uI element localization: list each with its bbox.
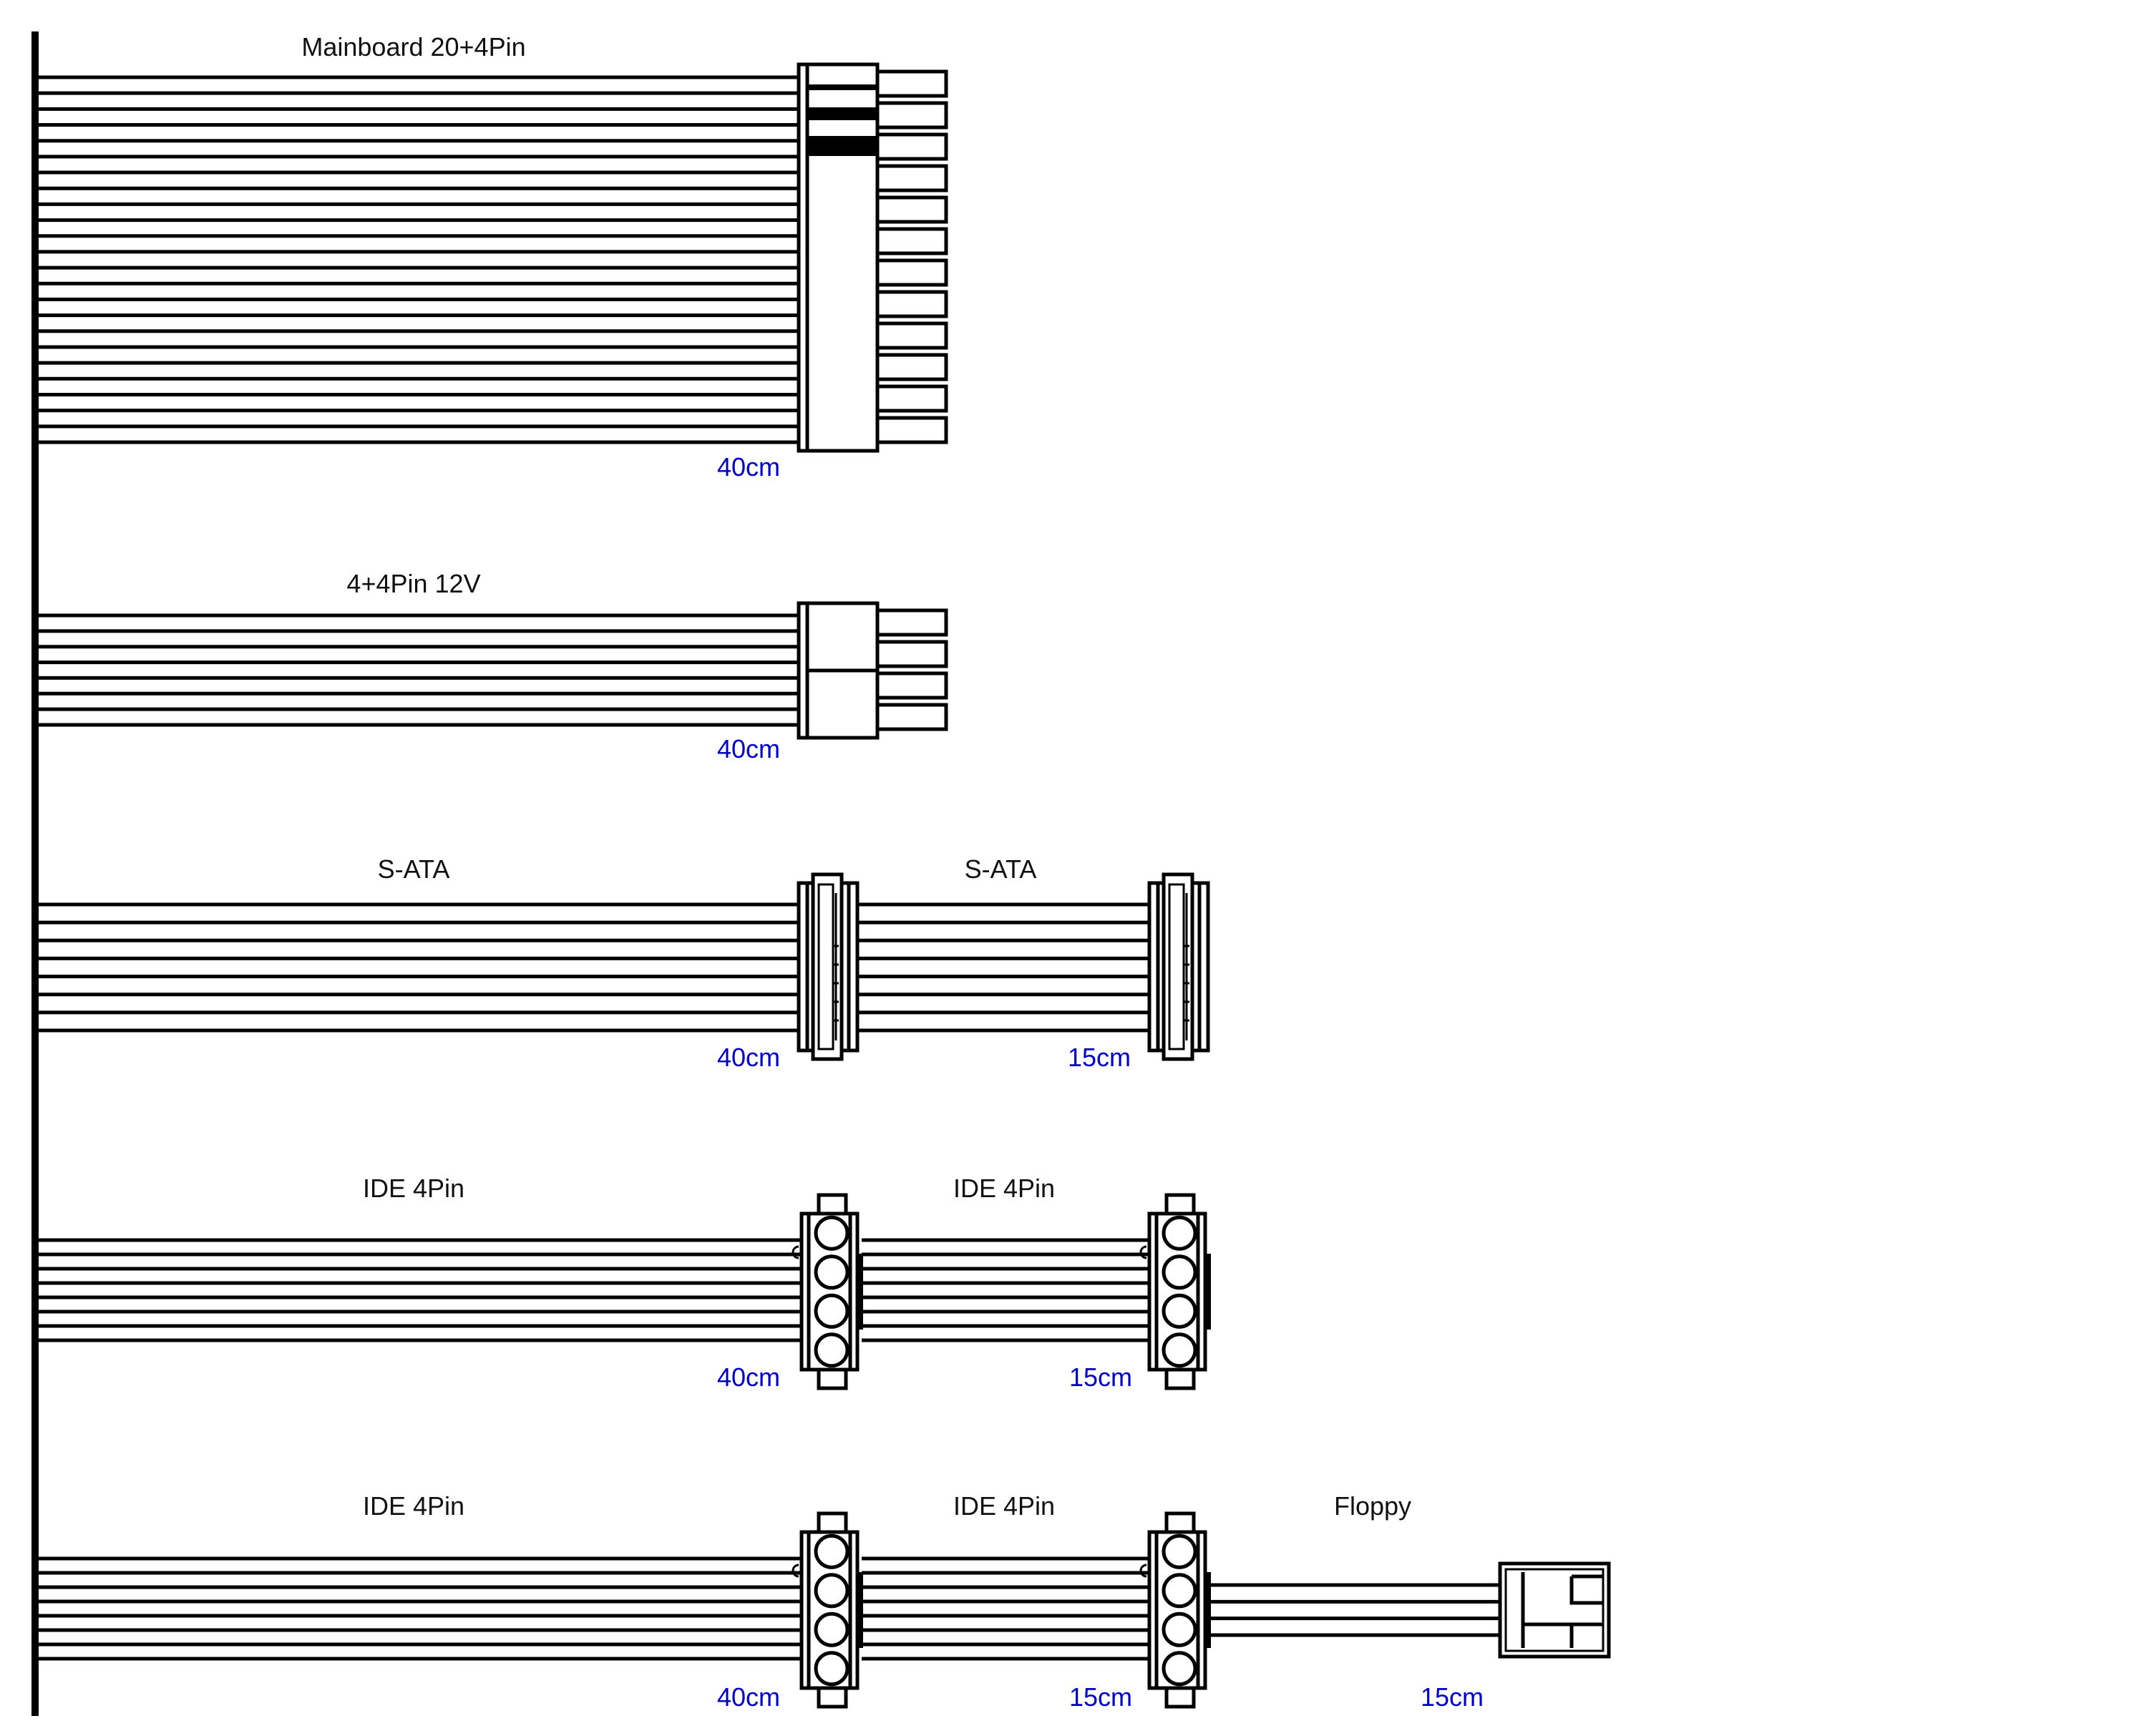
- molex-pin: [814, 1254, 849, 1290]
- cable-ide-1: IDE 4Pin IDE 4Pin 40cm 15cm: [39, 1174, 1211, 1392]
- connector-molex: [792, 1511, 863, 1709]
- connector-molex: [1139, 1511, 1211, 1709]
- molex-pin: [1162, 1611, 1197, 1647]
- connector-pin: [875, 671, 948, 700]
- molex-pin: [814, 1573, 849, 1609]
- cable-length: 40cm: [717, 1362, 780, 1392]
- connector-molex: [792, 1193, 863, 1390]
- molex-pin: [814, 1651, 849, 1687]
- cable-cpu-12v: 4+4Pin 12V 40cm: [39, 569, 948, 764]
- molex-pin: [1162, 1254, 1197, 1290]
- cable-label: Mainboard 20+4Pin: [301, 32, 525, 62]
- molex-pin: [814, 1611, 849, 1647]
- wire-bundle: [39, 1556, 802, 1661]
- cable-length: 15cm: [1068, 1043, 1131, 1072]
- cable-label: IDE 4Pin: [953, 1174, 1055, 1203]
- molex-pin: [814, 1533, 849, 1569]
- connector-pin: [875, 640, 948, 668]
- cable-label: IDE 4Pin: [363, 1491, 464, 1521]
- connector-pin: [875, 258, 948, 287]
- molex-pin: [1162, 1293, 1197, 1329]
- connector-pin: [875, 195, 948, 224]
- cable-label: S-ATA: [965, 854, 1037, 884]
- cable-ide-2-floppy: IDE 4Pin IDE 4Pin Floppy 40cm 15cm 15cm: [39, 1491, 1611, 1712]
- cable-label: IDE 4Pin: [953, 1491, 1055, 1521]
- connector-floppy: [1498, 1561, 1611, 1659]
- connector-pin: [875, 132, 948, 161]
- connector-pin: [875, 290, 948, 318]
- connector-pin: [875, 101, 948, 130]
- connector-pin: [875, 69, 948, 98]
- cable-label: S-ATA: [378, 854, 450, 884]
- connector-mainboard-24pin: [797, 62, 948, 453]
- psu-bus-bar: [31, 31, 39, 1716]
- connector-pin: [875, 353, 948, 381]
- wire-bundle: [1209, 1583, 1500, 1637]
- cable-length: 15cm: [1069, 1362, 1132, 1392]
- cable-label: Floppy: [1334, 1491, 1411, 1521]
- wire-bundle: [857, 902, 1149, 1033]
- connector-pin: [875, 384, 948, 413]
- wire-bundle: [39, 613, 799, 727]
- molex-pin: [1162, 1215, 1197, 1251]
- cable-length: 40cm: [717, 1043, 780, 1072]
- molex-pin: [814, 1215, 849, 1251]
- connector-pin: [875, 227, 948, 255]
- cable-length: 40cm: [717, 734, 780, 764]
- connector-sata: [797, 872, 860, 1061]
- wire-bundle: [862, 1556, 1149, 1661]
- cable-mainboard: Mainboard 20+4Pin 40cm: [39, 32, 948, 482]
- cable-length: 15cm: [1421, 1682, 1484, 1712]
- connector-pin: [875, 321, 948, 350]
- molex-pin: [814, 1293, 849, 1329]
- cable-label: IDE 4Pin: [363, 1174, 464, 1203]
- connector-sata: [1147, 872, 1210, 1061]
- molex-pin: [1162, 1332, 1197, 1368]
- connector-cpu-8pin: [797, 601, 948, 740]
- connector-pin: [875, 416, 948, 444]
- wire-bundle: [862, 1238, 1149, 1342]
- wire-bundle: [39, 75, 799, 444]
- cable-length: 40cm: [717, 1682, 780, 1712]
- molex-pin: [814, 1332, 849, 1368]
- cable-sata: S-ATA S-ATA 40cm 15cm: [39, 854, 1210, 1072]
- wire-bundle: [39, 1238, 802, 1342]
- molex-pin: [1162, 1533, 1197, 1569]
- connector-molex: [1139, 1193, 1211, 1390]
- cable-length: 40cm: [717, 452, 780, 482]
- cable-label: 4+4Pin 12V: [346, 569, 480, 598]
- connector-pin: [875, 703, 948, 731]
- wire-bundle: [39, 902, 799, 1033]
- cable-length: 15cm: [1069, 1682, 1132, 1712]
- molex-pin: [1162, 1573, 1197, 1609]
- connector-pin: [875, 164, 948, 192]
- molex-pin: [1162, 1651, 1197, 1687]
- connector-pin: [875, 608, 948, 637]
